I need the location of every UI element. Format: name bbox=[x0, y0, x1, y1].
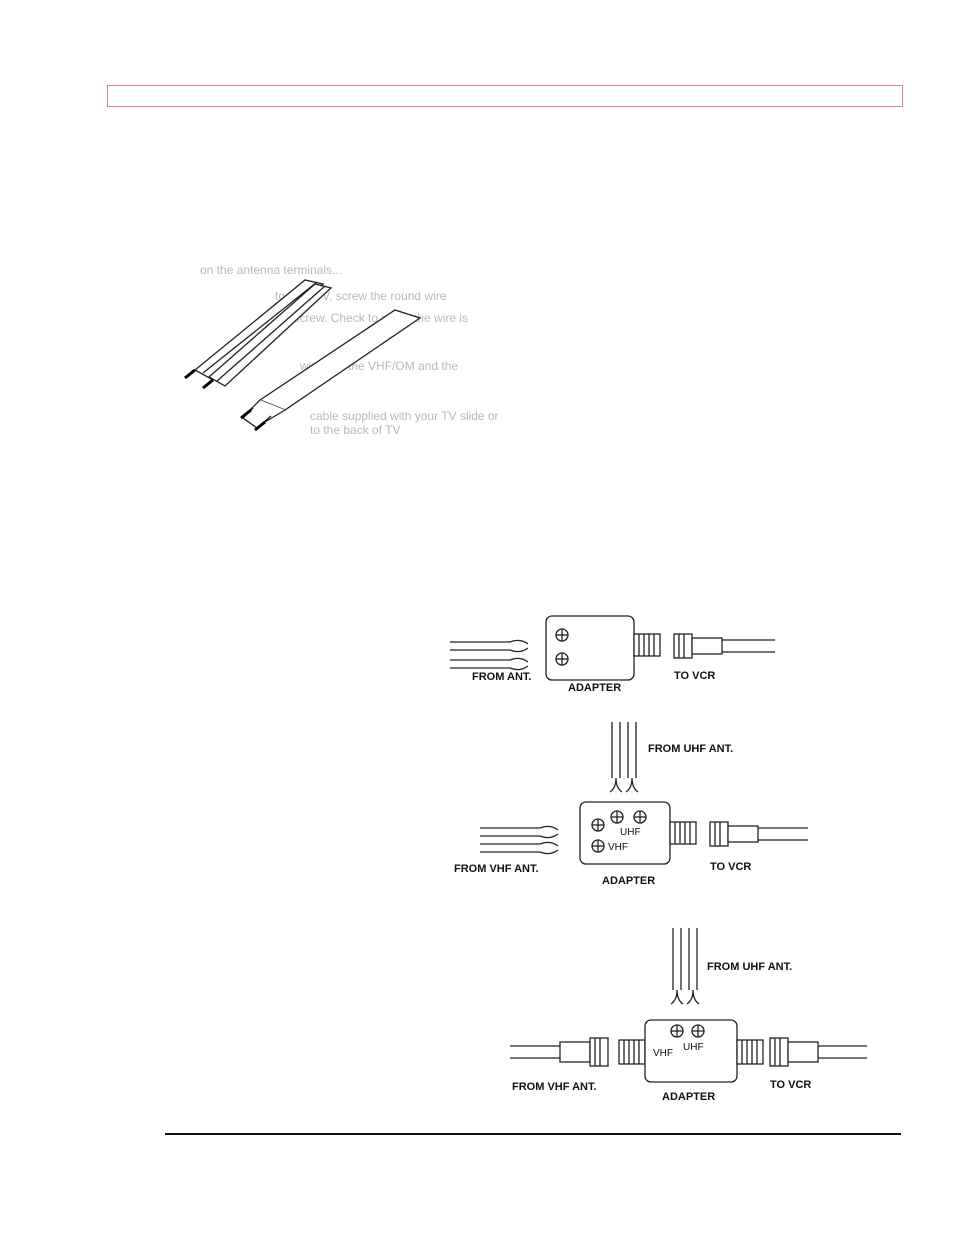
from-ant-label: FROM ANT. bbox=[472, 671, 531, 683]
adapter-plug bbox=[669, 821, 697, 845]
to-vcr-label: TO VCR bbox=[770, 1079, 811, 1091]
terminal-uhf-label: UHF bbox=[620, 827, 641, 838]
adapter-plug bbox=[633, 633, 661, 657]
flat-wire-illustration bbox=[240, 309, 422, 432]
terminal-vhf-label: VHF bbox=[653, 1048, 673, 1059]
from-vhf-ant-label: FROM VHF ANT. bbox=[512, 1081, 597, 1093]
adapter-figure-1: FROM ANT. ADAPTER TO VCR bbox=[450, 615, 775, 694]
spade-lug-icon bbox=[509, 639, 529, 653]
spade-lug-icon bbox=[509, 657, 529, 671]
terminal-uhf-label: UHF bbox=[683, 1042, 704, 1053]
adapter-label: ADAPTER bbox=[602, 875, 655, 887]
round-wire-illustration bbox=[184, 279, 333, 390]
f-connector bbox=[589, 1037, 609, 1067]
adapter-label: ADAPTER bbox=[662, 1091, 715, 1103]
spade-lug-icon bbox=[625, 777, 639, 793]
adapter-box bbox=[545, 615, 635, 681]
adapter-plug-right bbox=[736, 1039, 764, 1065]
spade-lug-icon bbox=[670, 989, 684, 1005]
bleed-text-3: to screw. Check to make the wire is bbox=[280, 311, 468, 325]
f-connector bbox=[709, 821, 729, 847]
from-uhf-ant-label: FROM UHF ANT. bbox=[648, 743, 733, 755]
spade-lug-icon bbox=[609, 777, 623, 793]
to-vcr-label: TO VCR bbox=[710, 861, 751, 873]
f-connector bbox=[673, 633, 693, 659]
from-vhf-ant-label: FROM VHF ANT. bbox=[454, 863, 539, 875]
bleed-text-5: cable supplied with your TV slide or bbox=[310, 409, 499, 423]
spade-lug-icon bbox=[539, 841, 559, 855]
adapter-plug-left bbox=[618, 1039, 646, 1065]
twin-lead-wire-figure: on the antenna terminals... to your TV, … bbox=[184, 263, 499, 437]
spade-lug-icon bbox=[539, 825, 559, 839]
bleed-text-1: on the antenna terminals... bbox=[200, 263, 342, 277]
from-uhf-ant-label: FROM UHF ANT. bbox=[707, 961, 792, 973]
adapter-figure-2: FROM UHF ANT. UHF VHF FROM VHF ANT. ADAP… bbox=[454, 722, 808, 887]
bleed-text-6: to the back of TV bbox=[310, 423, 401, 437]
terminal-vhf-label: VHF bbox=[608, 842, 628, 853]
spade-lug-icon bbox=[686, 989, 700, 1005]
f-connector bbox=[769, 1037, 789, 1067]
header-box bbox=[107, 85, 903, 107]
adapter-figure-3: FROM UHF ANT. VHF UHF FROM VHF ANT. ADAP… bbox=[510, 928, 867, 1103]
adapter-label: ADAPTER bbox=[568, 682, 621, 694]
to-vcr-label: TO VCR bbox=[674, 670, 715, 682]
footer-rule bbox=[165, 1133, 901, 1135]
